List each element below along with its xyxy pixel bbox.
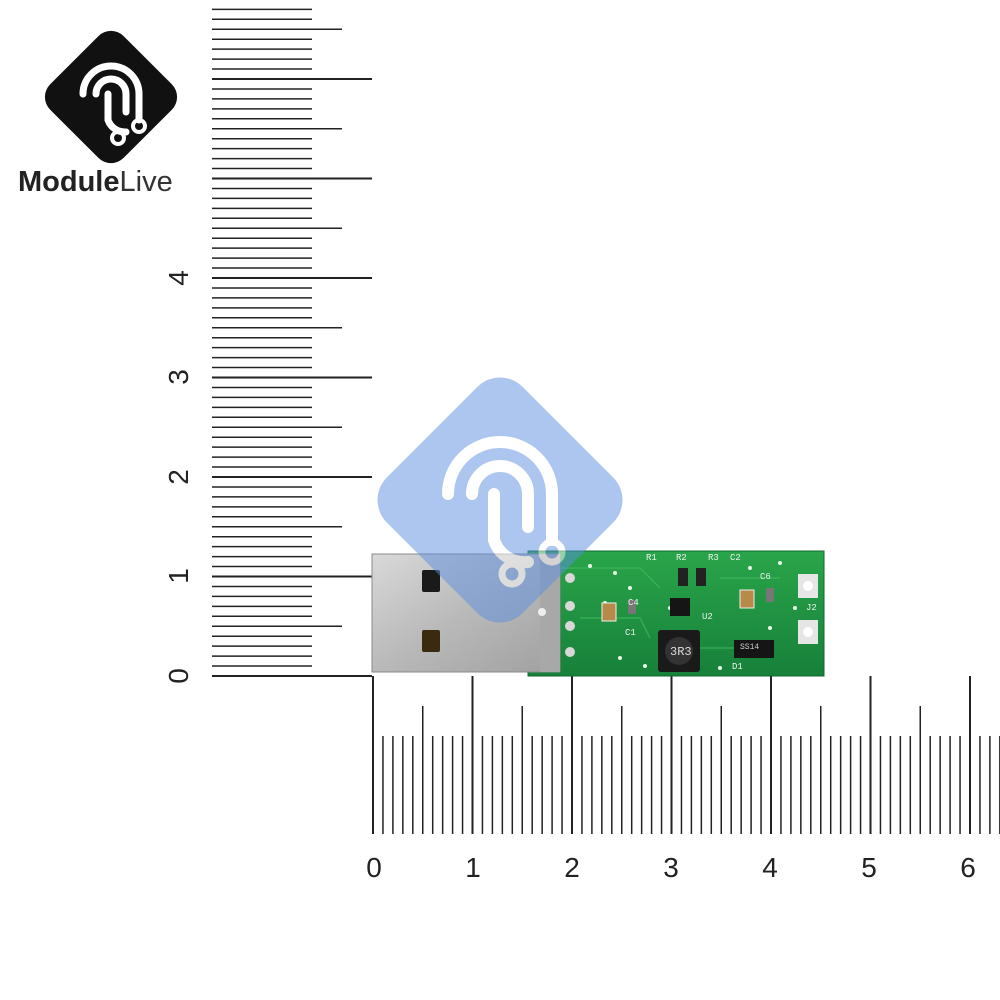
silk-c6: C6	[760, 572, 771, 582]
vruler-label-0: 0	[163, 668, 194, 684]
diode-marking: SS14	[740, 643, 760, 652]
brand-name-part2: Live	[119, 166, 173, 198]
hruler-label-3: 3	[663, 852, 679, 883]
silk-d1: D1	[732, 662, 743, 672]
vertical-ruler	[207, 0, 372, 677]
hruler-label-1: 1	[465, 852, 481, 883]
silk-c4: C4	[628, 598, 639, 608]
vruler-label-4: 4	[163, 270, 194, 286]
hruler-label-5: 5	[861, 852, 877, 883]
inductor-marking: 3R3	[670, 645, 692, 659]
pcb-board	[527, 550, 825, 677]
silk-c1: C1	[625, 628, 636, 638]
brand-name: ModuleLive	[18, 166, 173, 199]
vruler-label-2: 2	[163, 469, 194, 485]
silk-r1: R1	[646, 553, 657, 563]
hruler-label-6: 6	[960, 852, 976, 883]
silk-j2: J2	[806, 603, 817, 613]
inductor-component	[658, 630, 700, 672]
silk-r3: R3	[708, 553, 719, 563]
horizontal-ruler	[372, 676, 1000, 834]
hruler-label-0: 0	[366, 852, 382, 883]
modulelive-logo-icon	[44, 30, 178, 164]
silk-r2: R2	[676, 553, 687, 563]
hruler-label-2: 2	[564, 852, 580, 883]
silk-u2: U2	[702, 612, 713, 622]
brand-name-part1: Module	[18, 166, 120, 198]
vruler-label-1: 1	[163, 568, 194, 584]
silk-c2: C2	[730, 553, 741, 563]
usb-hole-bottom	[422, 630, 440, 652]
watermark-logo-icon	[377, 377, 623, 623]
vruler-label-3: 3	[163, 369, 194, 385]
hruler-label-4: 4	[762, 852, 778, 883]
usb-hole-top	[422, 570, 440, 592]
